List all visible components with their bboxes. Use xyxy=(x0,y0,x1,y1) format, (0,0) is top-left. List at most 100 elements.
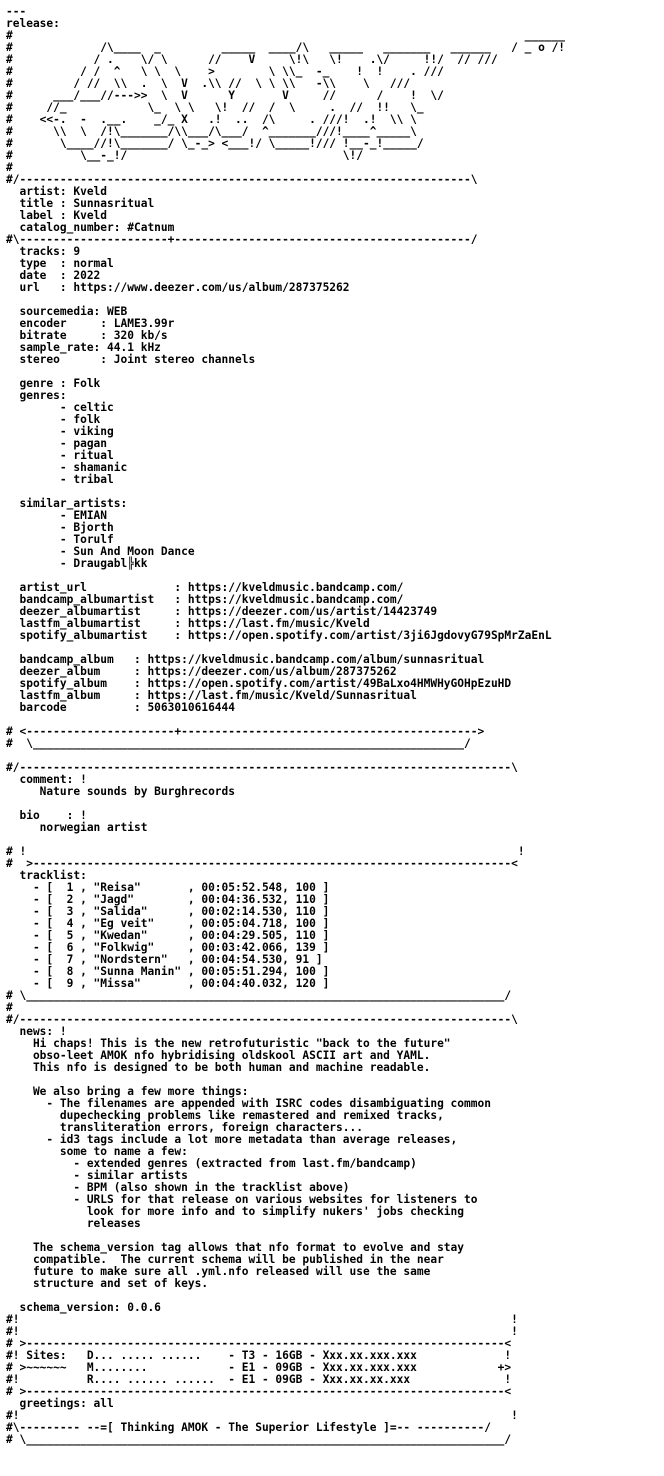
nfo-line: - viking xyxy=(6,425,114,438)
nfo-line xyxy=(6,798,664,810)
nfo-line: bio : ! xyxy=(6,809,87,822)
nfo-line: norwegian artist xyxy=(6,821,148,834)
nfo-line xyxy=(6,366,664,378)
nfo-line: - folk xyxy=(6,413,101,426)
nfo-line: look for more info and to simplify nuker… xyxy=(6,1205,465,1218)
nfo-line: schema_version: 0.0.6 xyxy=(6,1301,161,1314)
nfo-line: - URLS for that release on various websi… xyxy=(6,1193,478,1206)
nfo-line: - [ 6 , "Folkwig" , 00:03:42.066, 139 ] xyxy=(6,941,330,954)
nfo-line: # >-------------------------------------… xyxy=(6,1385,512,1398)
nfo-text-document: ---release:# ______# /\____ _ _____ ____… xyxy=(6,5,664,1446)
nfo-line: # ______ xyxy=(6,29,566,42)
nfo-line: - extended genres (extracted from last.f… xyxy=(6,1157,417,1170)
nfo-line: catalog_number: #Catnum xyxy=(6,221,175,234)
nfo-line: similar_artists: xyxy=(6,497,128,510)
nfo-line: - [ 5 , "Kwedan" , 00:04:29.505, 110 ] xyxy=(6,929,330,942)
nfo-line: # <<-. - .__. _/_ X .! .. /\ . ///! .! \… xyxy=(6,113,417,126)
nfo-line: - id3 tags include a lot more metadata t… xyxy=(6,1133,458,1146)
nfo-line: genres: xyxy=(6,389,67,402)
nfo-line: stereo : Joint stereo channels xyxy=(6,353,256,366)
nfo-line: - [ 7 , "Nordstern" , 00:04:54.530, 91 ] xyxy=(6,953,323,966)
nfo-line: bitrate : 320 kb/s xyxy=(6,329,168,342)
nfo-line: - ritual xyxy=(6,449,114,462)
nfo-line: #! ! xyxy=(6,1313,518,1326)
nfo-line: future to make sure all .yml.nfo release… xyxy=(6,1265,431,1278)
nfo-line: - [ 8 , "Sunna Manin" , 00:05:51.294, 10… xyxy=(6,965,330,978)
nfo-line: structure and set of keys. xyxy=(6,1277,209,1290)
nfo-line: - [ 9 , "Missa" , 00:04:40.032, 120 ] xyxy=(6,977,330,990)
nfo-line: genre : Folk xyxy=(6,377,101,390)
nfo-line: - Draugabl╠kk xyxy=(6,557,148,570)
nfo-line: sourcemedia: WEB xyxy=(6,305,128,318)
nfo-line: # xyxy=(6,161,13,174)
nfo-line: - The filenames are appended with ISRC c… xyxy=(6,1097,491,1110)
nfo-line: # \__-_!/ \!/ xyxy=(6,149,363,162)
nfo-line: #! R.... ...... ...... - E1 - 09GB - Xxx… xyxy=(6,1373,512,1386)
nfo-line: # / // \\ . \ V .\\ // \ \ \\ -\\ \ /// xyxy=(6,77,411,90)
nfo-line: label : Kveld xyxy=(6,209,108,222)
nfo-line: lastfm_albumartist : https://last.fm/mus… xyxy=(6,617,370,630)
nfo-line: spotify_album : https://open.spotify.com… xyxy=(6,677,512,690)
nfo-line: encoder : LAME3.99r xyxy=(6,317,175,330)
nfo-line: --- xyxy=(6,5,27,18)
nfo-line: # ! ! xyxy=(6,845,525,858)
nfo-line: lastfm_album : https://last.fm/music/Kve… xyxy=(6,689,417,702)
nfo-line: artist_url : https://kveldmusic.bandcamp… xyxy=(6,581,404,594)
nfo-line: tracks: 9 xyxy=(6,245,81,258)
nfo-line: releases xyxy=(6,1217,141,1230)
nfo-line: - EMIAN xyxy=(6,509,108,522)
nfo-line: # <----------------------+--------------… xyxy=(6,725,485,738)
nfo-line: tracklist: xyxy=(6,869,87,882)
nfo-line: transliteration errors, foreign characte… xyxy=(6,1121,363,1134)
nfo-line: barcode : 5063010616444 xyxy=(6,701,236,714)
nfo-line: # >-------------------------------------… xyxy=(6,857,518,870)
nfo-line: title : Sunnasritual xyxy=(6,197,155,210)
nfo-line: - tribal xyxy=(6,473,114,486)
nfo-line: # >~~~~~~ M........ - E1 - 09GB - Xxx.xx… xyxy=(6,1361,512,1374)
nfo-line: bandcamp_albumartist : https://kveldmusi… xyxy=(6,593,404,606)
nfo-line: - Bjorth xyxy=(6,521,114,534)
nfo-line: # / / ^ \ \ \ > \ \\_ -_ ! ! . /// xyxy=(6,65,444,78)
nfo-line: - celtic xyxy=(6,401,114,414)
nfo-line: - [ 3 , "Salida" , 00:02:14.530, 110 ] xyxy=(6,905,330,918)
nfo-line: # / . \/ \ // V \!\ \! .\/ !!/ // /// xyxy=(6,53,498,66)
nfo-line: # \\ \ /!\_______/\\___/\___/ ^_______//… xyxy=(6,125,417,138)
nfo-line: Nature sounds by Burghrecords xyxy=(6,785,236,798)
nfo-line: # >-------------------------------------… xyxy=(6,1337,512,1350)
nfo-line: - pagan xyxy=(6,437,108,450)
nfo-line: This nfo is designed to be both human an… xyxy=(6,1061,431,1074)
nfo-line: comment: ! xyxy=(6,773,87,786)
nfo-line: dupechecking problems like remastered an… xyxy=(6,1109,444,1122)
nfo-line: Hi chaps! This is the new retrofuturisti… xyxy=(6,1037,451,1050)
nfo-line: - Torulf xyxy=(6,533,114,546)
nfo-line: - Sun And Moon Dance xyxy=(6,545,195,558)
nfo-line: bandcamp_album : https://kveldmusic.band… xyxy=(6,653,485,666)
nfo-line: compatible. The current schema will be p… xyxy=(6,1253,444,1266)
nfo-line: #\--------- --=[ Thinking AMOK - The Sup… xyxy=(6,1421,491,1434)
nfo-line: type : normal xyxy=(6,257,114,270)
nfo-line: # xyxy=(6,1001,13,1014)
nfo-line: #! ! xyxy=(6,1325,518,1338)
nfo-line: deezer_album : https://deezer.com/us/alb… xyxy=(6,665,397,678)
nfo-line: - BPM (also shown in the tracklist above… xyxy=(6,1181,350,1194)
nfo-line: spotify_albumartist : https://open.spoti… xyxy=(6,629,552,642)
nfo-line: - [ 1 , "Reisa" , 00:05:52.548, 100 ] xyxy=(6,881,330,894)
nfo-line: news: ! xyxy=(6,1025,67,1038)
nfo-line: obso-leet AMOK nfo hybridising oldskool … xyxy=(6,1049,431,1062)
nfo-line: # \____//!\_______/ \_-_> <___!/ \_____!… xyxy=(6,137,424,150)
nfo-line: date : 2022 xyxy=(6,269,101,282)
nfo-line: release: xyxy=(6,17,60,30)
nfo-line: # ___/___//--->> \ V Y V // / ! \/ xyxy=(6,89,444,102)
nfo-line: sample_rate: 44.1 kHz xyxy=(6,341,161,354)
nfo-line: # \_____________________________________… xyxy=(6,1433,512,1446)
nfo-line: #/--------------------------------------… xyxy=(6,761,518,774)
nfo-line: #! Sites: D... ..... ...... - T3 - 16GB … xyxy=(6,1349,512,1362)
nfo-line: - [ 2 , "Jagd" , 00:04:36.532, 110 ] xyxy=(6,893,330,906)
nfo-line: We also bring a few more things: xyxy=(6,1085,249,1098)
nfo-line: - [ 4 , "Eg veit" , 00:05:04.718, 100 ] xyxy=(6,917,330,930)
nfo-line: url : https://www.deezer.com/us/album/28… xyxy=(6,281,350,294)
nfo-line: artist: Kveld xyxy=(6,185,108,198)
nfo-line: #! ! xyxy=(6,1409,518,1422)
nfo-line: # \_____________________________________… xyxy=(6,737,471,750)
nfo-line: # //_ \_ \ \ \! // / \ . // !! \_ xyxy=(6,101,424,114)
